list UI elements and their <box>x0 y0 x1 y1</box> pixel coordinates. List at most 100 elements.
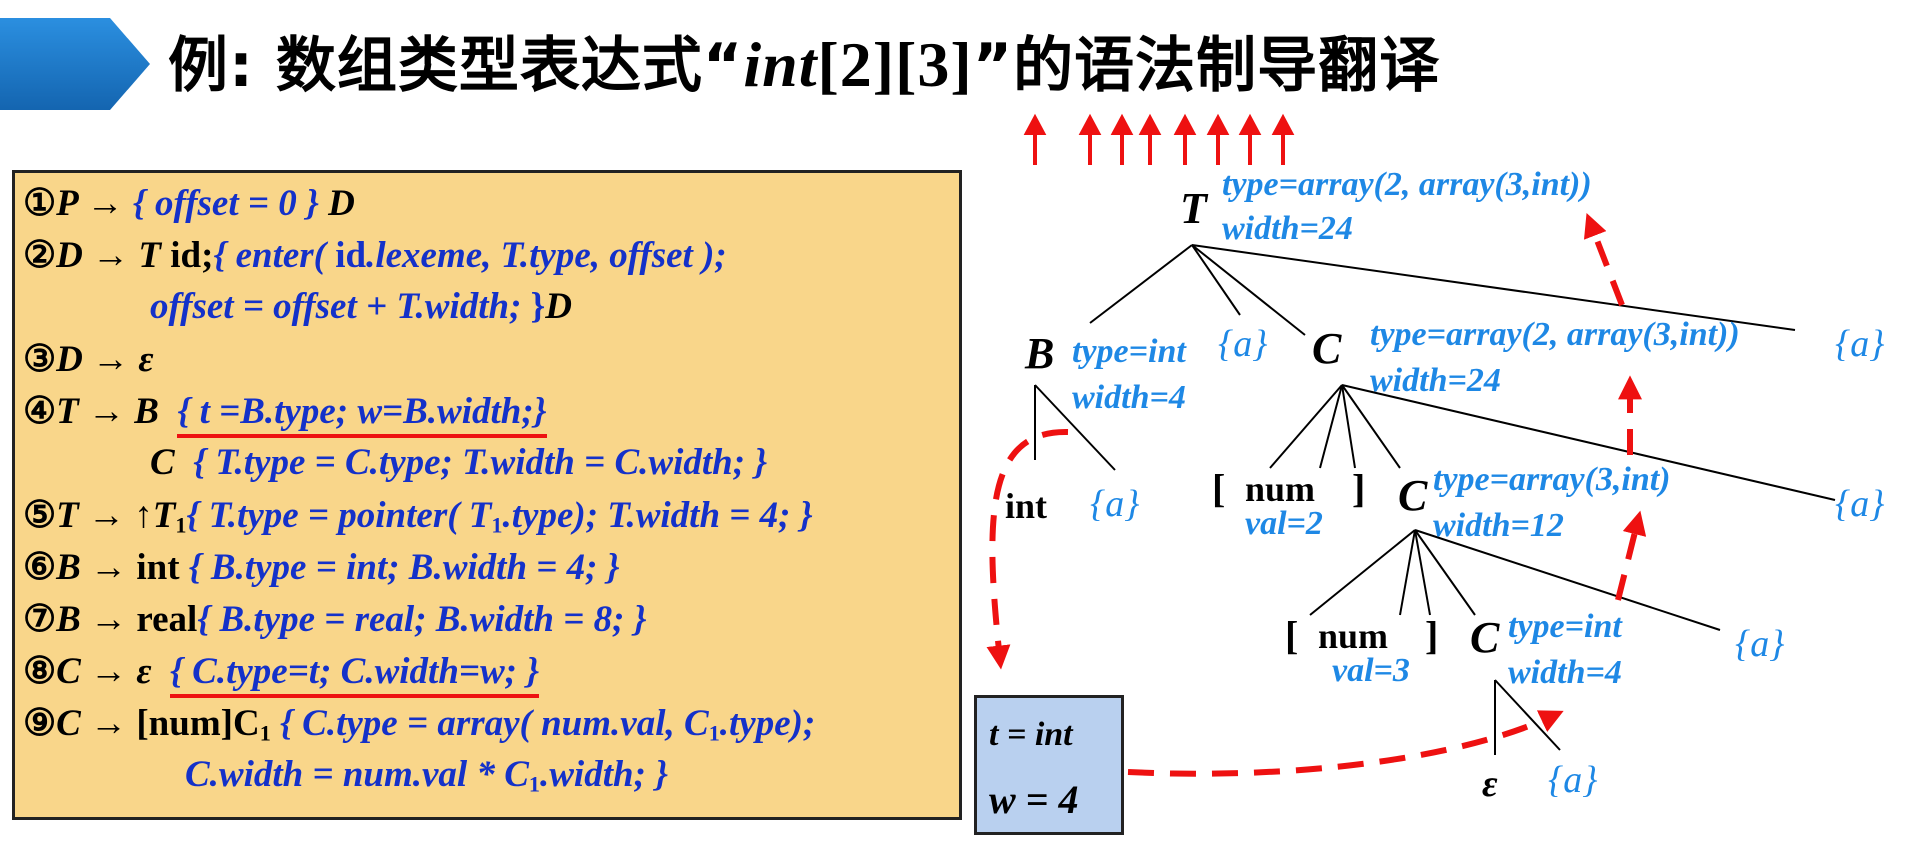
rule-1: ①P → { offset = 0 } D <box>23 181 355 225</box>
node-C1: C <box>1312 324 1342 373</box>
rule-action-cont: .width; } <box>540 754 669 795</box>
rule-3: ③D → ε <box>23 337 154 381</box>
node-C2: C <box>1398 471 1428 520</box>
rule-action-cont: .lexeme, T.type, offset ); <box>366 235 727 276</box>
action-text: {a} <box>1735 623 1785 665</box>
node-num-1: num <box>1245 469 1316 509</box>
node-lbracket-1: [ <box>1212 466 1226 511</box>
rule-number: ⑥ <box>23 547 57 588</box>
rule-number: ⑤ <box>23 495 57 536</box>
rule-action: { C.type = array( num.val, C <box>280 703 709 744</box>
rule-id: id <box>170 235 202 276</box>
rule-action-cont: .type); T.width = 4; } <box>502 495 813 536</box>
C1-action: {a} <box>1835 322 1884 366</box>
num-1-val: val=2 <box>1245 505 1323 542</box>
rule-subscript: 1 <box>491 512 503 538</box>
rule-head: B → <box>56 599 128 640</box>
rule-semicolon: ; <box>201 235 214 276</box>
inherited-values-box: t = int w = 4 <box>974 695 1124 835</box>
T-type-attr: type=array(2, array(3,int)) <box>1222 166 1592 203</box>
node-rbracket-1: ] <box>1352 466 1366 511</box>
num-2-val: val=3 <box>1332 652 1410 689</box>
rule-action: { T.type = C.type; T.width = C.width; } <box>193 442 768 483</box>
rule-2-continued: offset = offset + T.width; }D <box>150 285 572 328</box>
rule-head: C → ε <box>56 651 152 692</box>
rule-keyword: [num]C <box>136 703 260 744</box>
rule-number: ⑨ <box>23 703 57 744</box>
rule-subscript: 1 <box>175 512 187 538</box>
rule-number: ⑦ <box>23 599 57 640</box>
rule-head: D → T <box>56 235 161 276</box>
rule-9-continued: C.width = num.val * C1.width; } <box>185 753 668 798</box>
rule-action: { offset = 0 } <box>132 183 319 224</box>
rule-4: ④T → B { t =B.type; w=B.width;} <box>23 389 547 438</box>
title-brackets: [2][3] <box>817 29 973 100</box>
rule-subscript: 1 <box>259 720 271 746</box>
rule-action: { B.type = real; B.width = 8; } <box>197 599 647 640</box>
C2-action: {a} <box>1835 482 1884 526</box>
rule-keyword: real <box>136 599 198 640</box>
rule-subscript: 1 <box>528 771 540 797</box>
title-int-word: int <box>743 29 818 100</box>
node-epsilon: ε <box>1482 763 1498 805</box>
C2-width-attr: width=12 <box>1433 507 1564 544</box>
node-num-2: num <box>1318 616 1389 656</box>
rule-action: C.width = num.val * C <box>185 754 529 795</box>
rule-5: ⑤T → ↑T1{ T.type = pointer( T1.type); T.… <box>23 493 813 539</box>
rule-tail: D <box>328 183 355 224</box>
rule-action: { B.type = int; B.width = 4; } <box>188 547 620 588</box>
title-prefix: 例: 数组类型表达式“ <box>168 31 744 101</box>
rule-2: ②D → T id;{ enter( id.lexeme, T.type, of… <box>23 233 727 277</box>
node-lbracket-2: [ <box>1285 613 1299 658</box>
C3-action: {a} <box>1735 622 1784 666</box>
action-text: {a} <box>1835 483 1885 525</box>
B-type-attr: type=int <box>1072 333 1186 370</box>
rule-number: ② <box>23 235 57 276</box>
rule-action-cont: .type); <box>719 703 816 744</box>
node-C3: C <box>1470 613 1500 662</box>
rule-head: B → <box>56 547 128 588</box>
grammar-rules-panel: ①P → { offset = 0 } D ②D → T id;{ enter(… <box>12 170 962 820</box>
rule-subscript: 1 <box>708 720 720 746</box>
node-int: int <box>1005 486 1048 526</box>
rule-head: T → ↑T <box>56 495 176 536</box>
rule-action-underlined: { t =B.type; w=B.width;} <box>177 391 547 438</box>
B-width-attr: width=4 <box>1072 379 1186 416</box>
C2-type-attr: type=array(3,int) <box>1433 461 1671 498</box>
rule-number: ④ <box>23 391 57 432</box>
node-B: B <box>1025 329 1055 378</box>
rule-keyword: int <box>136 547 180 588</box>
C1-width-attr: width=24 <box>1370 362 1501 399</box>
rule-number: ⑧ <box>23 651 57 692</box>
rule-tail: D <box>545 286 572 327</box>
rule-symbol: C <box>150 442 175 483</box>
rule-head: T → B <box>56 391 159 432</box>
rule-action: { T.type = pointer( T <box>186 495 492 536</box>
action-text: {a} <box>1090 483 1140 525</box>
rule-9: ⑨C → [num]C1 { C.type = array( num.val, … <box>23 701 815 747</box>
node-T: T <box>1180 184 1207 233</box>
rule-head: P → <box>56 183 124 224</box>
page-title: 例: 数组类型表达式“int[2][3]”的语法制导翻译 <box>168 10 1440 120</box>
red-up-arrows <box>1023 113 1295 165</box>
rule-7: ⑦B → real{ B.type = real; B.width = 8; } <box>23 597 647 641</box>
rule-number: ① <box>23 183 57 224</box>
int-action: {a} <box>1090 482 1139 526</box>
rule-4-continued: C { T.type = C.type; T.width = C.width; … <box>150 441 767 484</box>
rule-6: ⑥B → int { B.type = int; B.width = 4; } <box>23 545 620 589</box>
rule-close: } <box>530 286 546 327</box>
t-value: t = int <box>989 716 1073 753</box>
rule-action: offset = offset + T.width; <box>150 286 522 327</box>
epsilon-action: {a} <box>1548 758 1597 802</box>
rule-id-2: id <box>335 235 367 276</box>
title-suffix: ”的语法制导翻译 <box>972 31 1441 101</box>
rule-head: C → <box>56 703 128 744</box>
C3-type-attr: type=int <box>1508 608 1622 645</box>
B-action: {a} <box>1218 322 1267 366</box>
node-rbracket-2: ] <box>1425 613 1439 658</box>
rule-head: D → ε <box>56 339 154 380</box>
rule-number: ③ <box>23 339 57 380</box>
T-width-attr: width=24 <box>1222 210 1353 247</box>
w-value: w = 4 <box>989 777 1079 822</box>
